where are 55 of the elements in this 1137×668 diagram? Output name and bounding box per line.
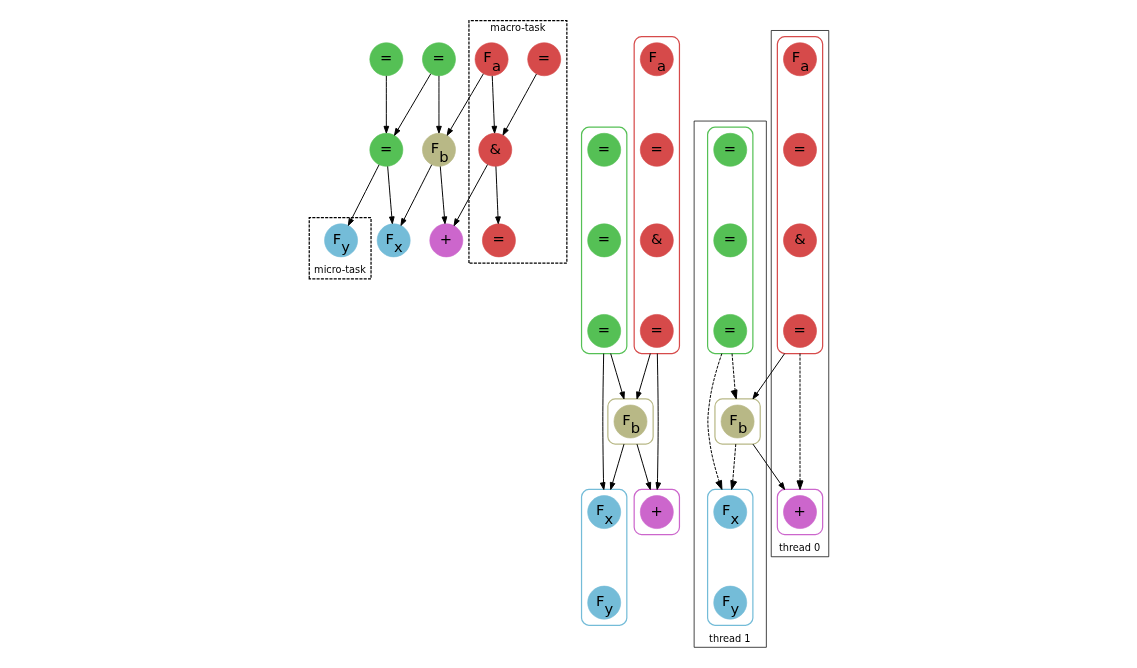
node-circle: & bbox=[477, 133, 512, 167]
arrow bbox=[502, 73, 537, 136]
cluster bbox=[776, 488, 823, 536]
node-circle: + bbox=[429, 223, 463, 258]
arrow bbox=[706, 353, 722, 490]
arrow bbox=[435, 75, 442, 134]
node-circle: = bbox=[782, 133, 817, 167]
arrow bbox=[491, 75, 497, 134]
arrow bbox=[609, 443, 624, 490]
node-circle: + bbox=[639, 495, 674, 529]
arrow bbox=[752, 353, 785, 400]
node-circle: = bbox=[369, 42, 403, 77]
node-circle: & bbox=[639, 223, 674, 258]
node-circle: = bbox=[526, 42, 561, 77]
arrow bbox=[399, 164, 432, 226]
node-circle: = bbox=[481, 223, 516, 258]
node-circle: = bbox=[586, 133, 621, 167]
cluster bbox=[633, 488, 680, 536]
node-circle: + bbox=[782, 495, 817, 529]
arrow bbox=[729, 443, 737, 490]
arrow bbox=[730, 353, 737, 400]
arrow bbox=[635, 353, 651, 400]
cluster bbox=[633, 36, 680, 355]
node-circle: & bbox=[782, 223, 817, 258]
node-circle: = bbox=[712, 133, 747, 167]
node-circle: = bbox=[782, 314, 817, 348]
cluster bbox=[713, 398, 761, 445]
cluster bbox=[606, 398, 654, 445]
node-circle: = bbox=[712, 223, 747, 258]
arrow bbox=[453, 164, 488, 227]
arrow bbox=[609, 353, 625, 400]
arrow bbox=[393, 73, 431, 136]
cluster bbox=[706, 126, 753, 355]
arrow bbox=[383, 75, 389, 134]
arrow bbox=[439, 165, 447, 225]
arrow bbox=[386, 165, 395, 225]
cluster bbox=[580, 126, 627, 355]
arrow bbox=[599, 353, 605, 490]
node-circle: = bbox=[586, 314, 621, 348]
arrow bbox=[655, 353, 661, 490]
arrow bbox=[494, 165, 501, 225]
cluster bbox=[580, 488, 627, 626]
cluster bbox=[776, 36, 823, 355]
node-circle: = bbox=[421, 42, 456, 77]
arrow bbox=[752, 443, 785, 490]
arrow bbox=[636, 443, 651, 490]
cluster bbox=[706, 488, 753, 626]
node-circle: = bbox=[639, 314, 674, 348]
node-circle: = bbox=[639, 133, 674, 167]
arrow bbox=[347, 164, 380, 226]
node-circle: = bbox=[586, 223, 621, 258]
arrow bbox=[796, 353, 803, 490]
node-circle: = bbox=[712, 314, 747, 348]
arrow bbox=[446, 73, 484, 136]
node-circle: = bbox=[369, 133, 403, 167]
